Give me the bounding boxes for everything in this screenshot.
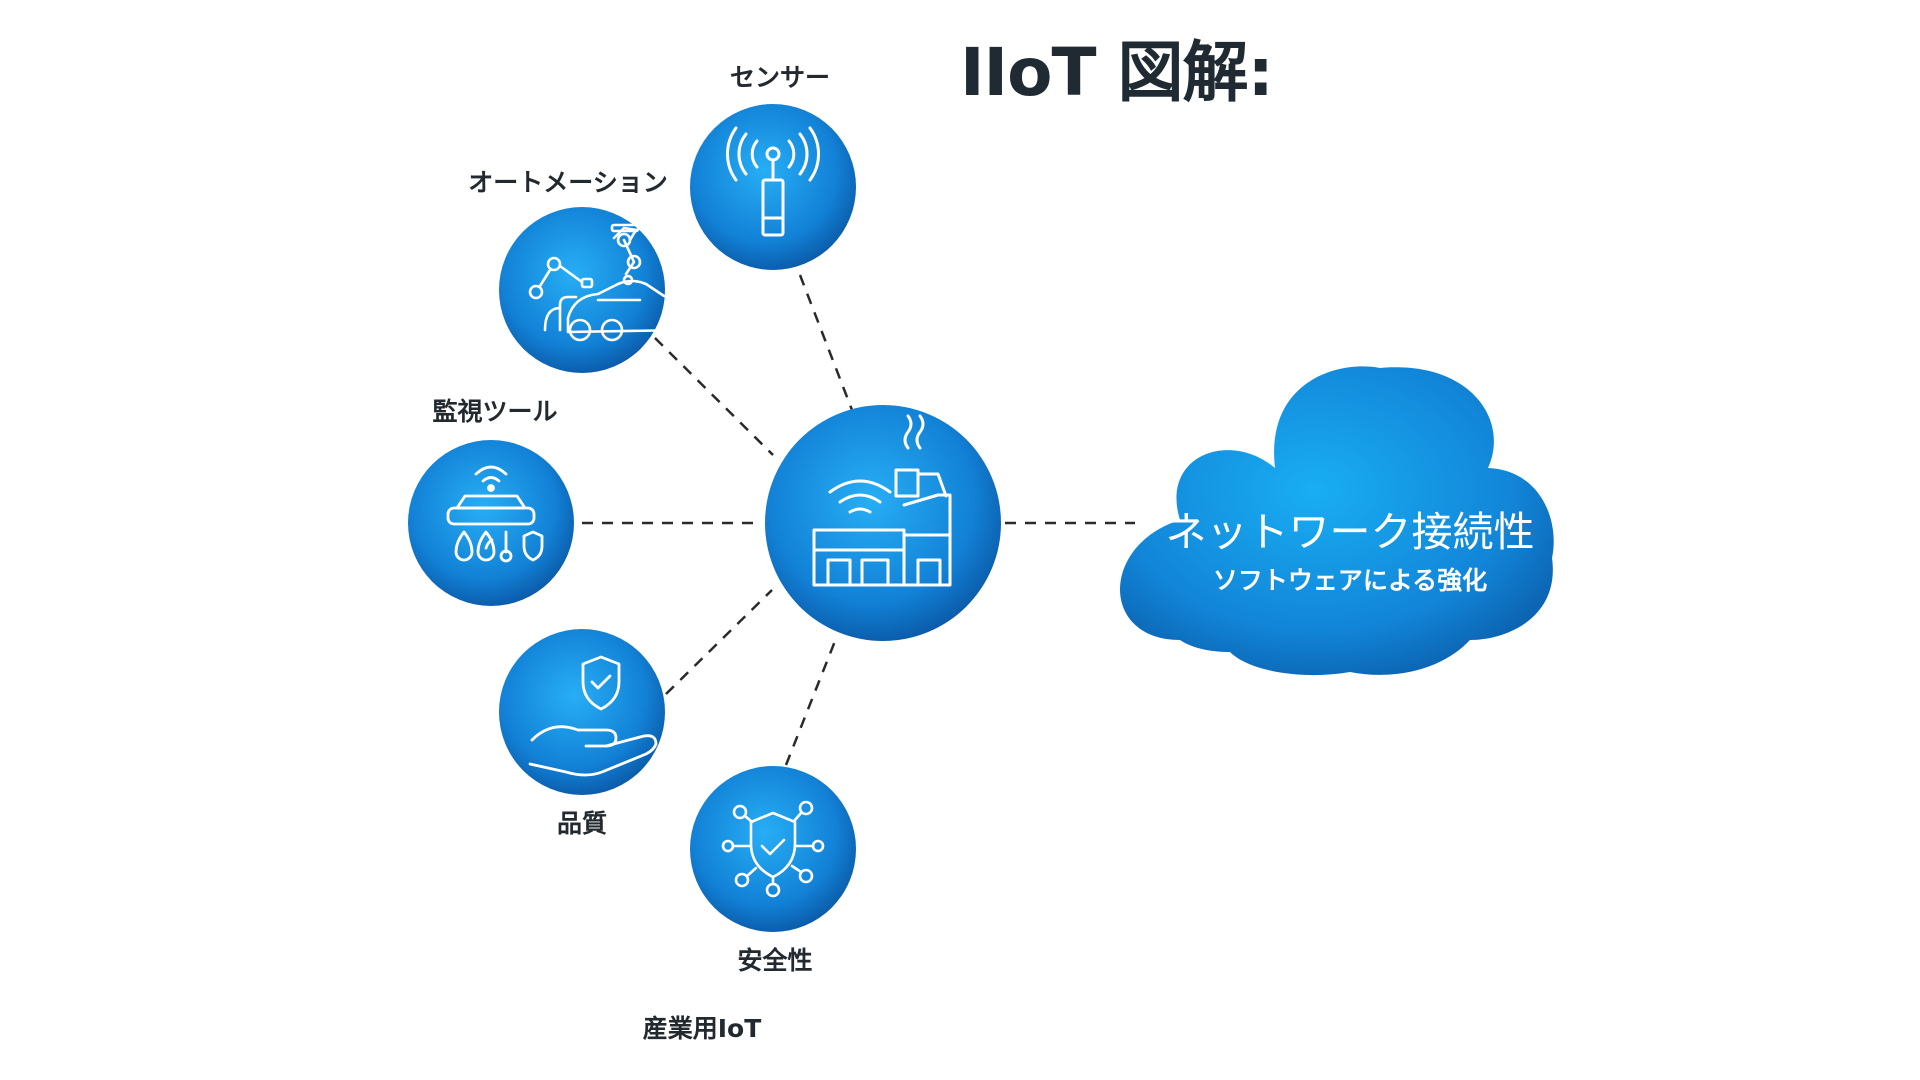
connector-lines bbox=[582, 274, 1135, 766]
safety-label: 安全性 bbox=[737, 946, 813, 975]
quality-circle bbox=[499, 629, 665, 795]
sensor-label: センサー bbox=[729, 63, 831, 92]
automation-circle bbox=[499, 207, 665, 373]
robot-arm-car-icon bbox=[528, 223, 688, 342]
hub-label: 産業用IoT bbox=[642, 1014, 762, 1043]
hub-circle bbox=[765, 405, 1001, 641]
connector-sensor bbox=[798, 274, 854, 411]
connector-quality bbox=[665, 589, 773, 695]
automation-label: オートメーション bbox=[468, 168, 668, 197]
connector-safety bbox=[784, 635, 839, 766]
shield-hand-icon bbox=[528, 655, 658, 777]
factory-wifi-icon bbox=[812, 414, 952, 587]
cloud-subtitle: ソフトウェアによる強化 bbox=[1212, 566, 1488, 595]
quality-label: 品質 bbox=[556, 809, 608, 838]
cloud-title: ネットワーク接続性 bbox=[1165, 508, 1535, 556]
monitoring-device-icon bbox=[446, 465, 544, 563]
sensor-antenna-icon bbox=[726, 126, 820, 237]
safety-circle bbox=[690, 766, 856, 932]
cloud-icon bbox=[1120, 366, 1554, 676]
page-title: IIoT 図解: bbox=[960, 34, 1274, 111]
sensor-circle bbox=[690, 104, 856, 270]
monitoring-label: 監視ツール bbox=[432, 397, 558, 426]
shield-network-icon bbox=[721, 800, 825, 898]
connector-automation bbox=[654, 337, 774, 456]
